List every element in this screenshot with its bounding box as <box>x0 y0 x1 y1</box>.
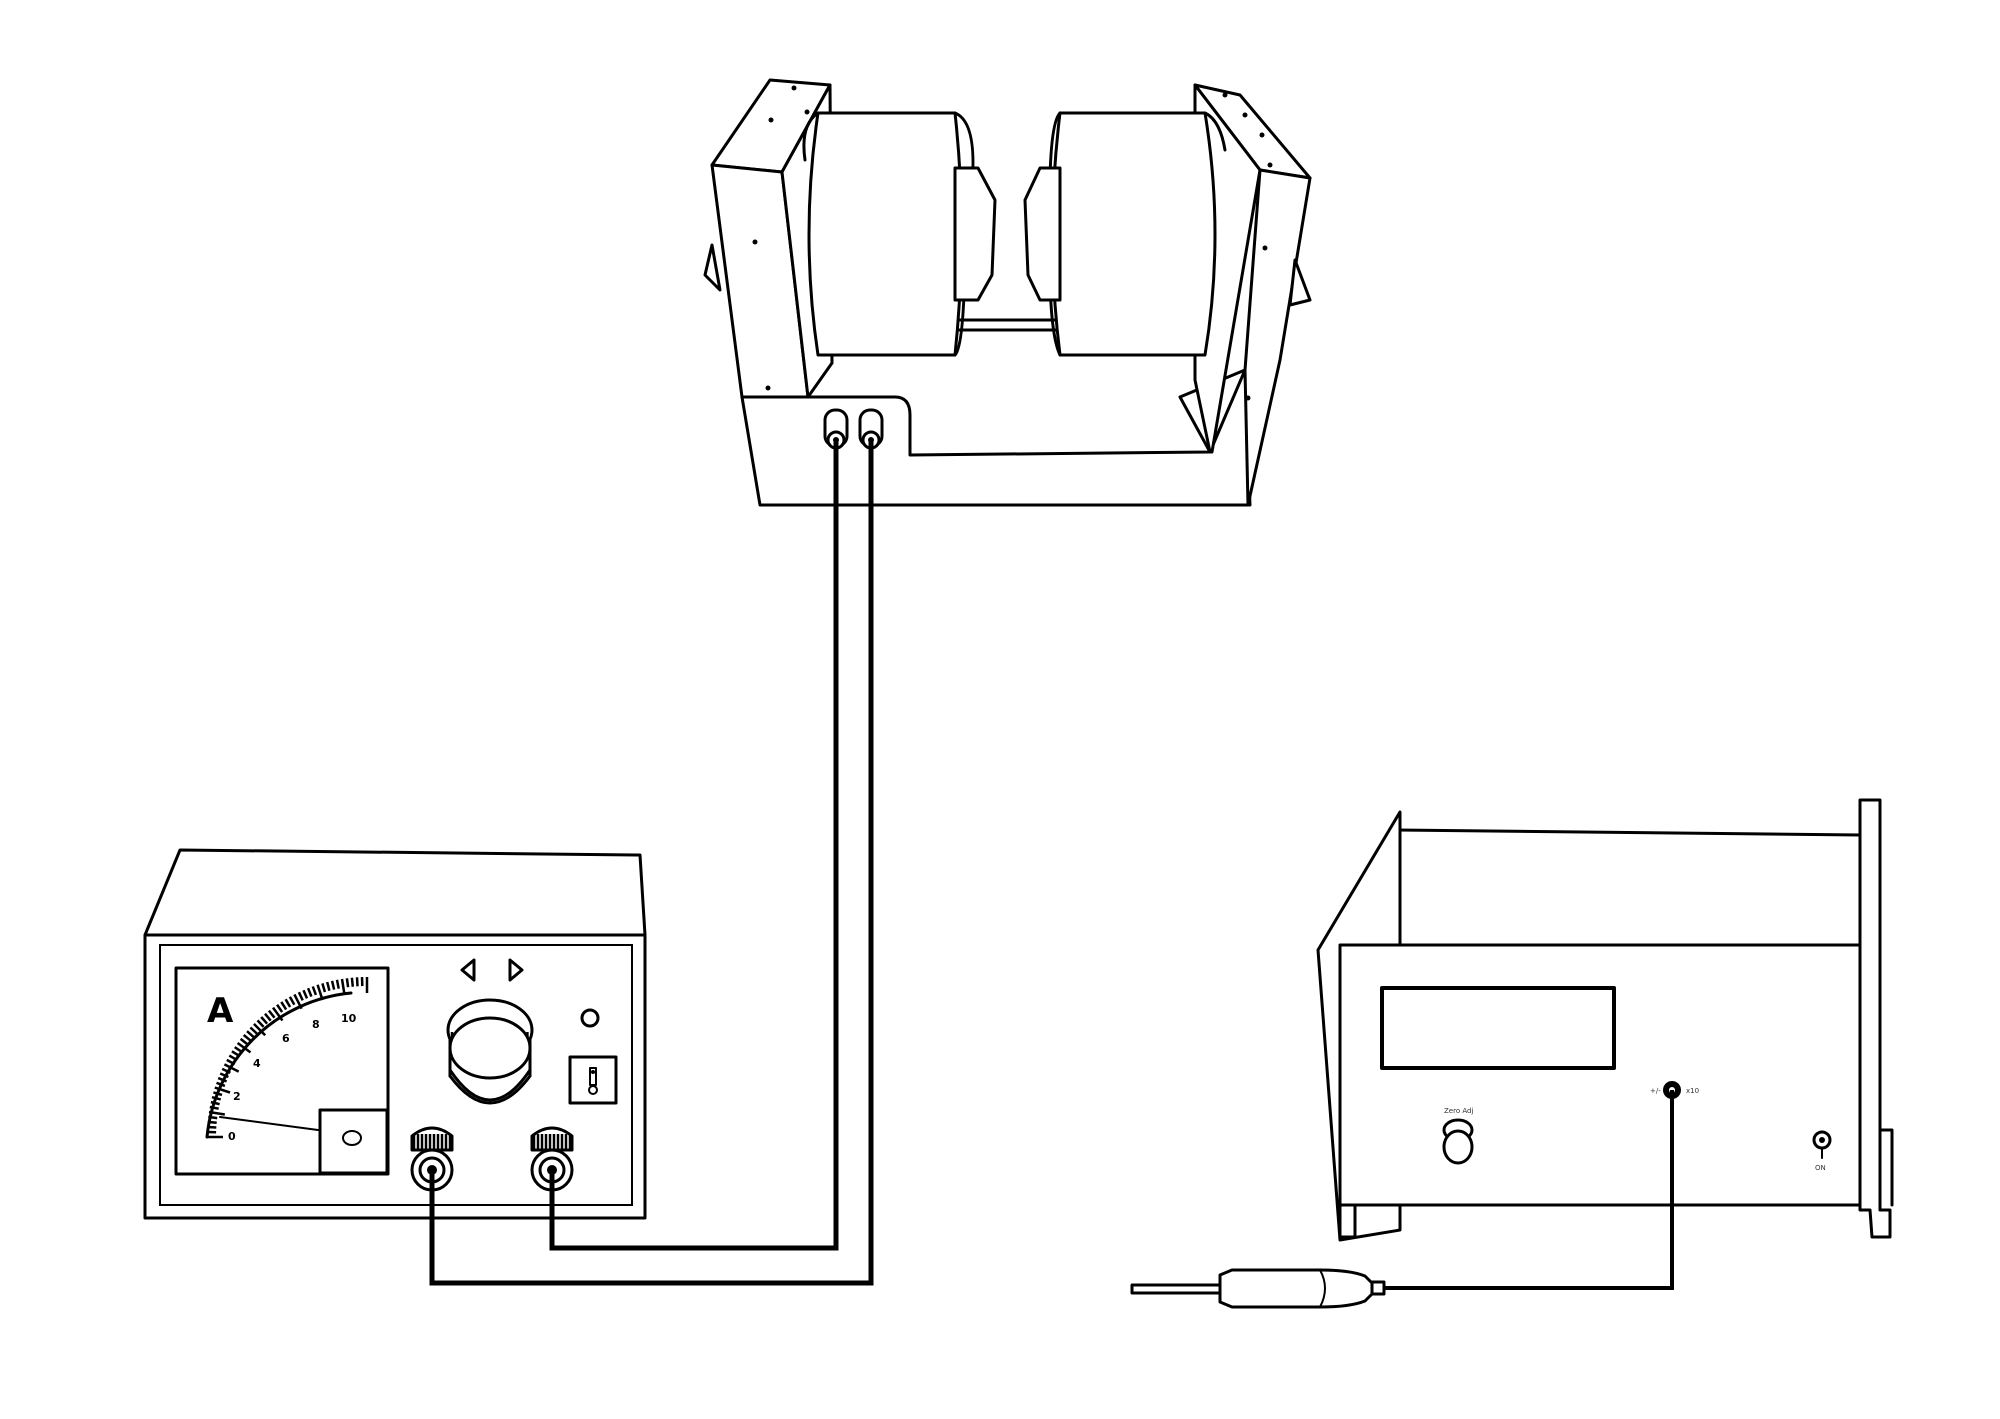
zero-adjust-knob[interactable] <box>1442 1118 1474 1165</box>
ammeter-scale-ticks <box>207 977 369 1139</box>
scale-tick <box>256 1019 265 1028</box>
pole-gap-bar <box>953 318 1067 332</box>
scale-tick <box>219 1072 229 1079</box>
scale-tick <box>355 977 359 987</box>
current-adjust-knob[interactable] <box>446 998 534 1105</box>
ammeter-unit-label: A <box>207 991 234 1031</box>
scale-tick <box>231 1050 241 1058</box>
scale-tick <box>260 1016 269 1025</box>
scale-tick <box>228 1054 238 1062</box>
scale-tick <box>330 980 336 990</box>
scale-tick <box>345 978 350 988</box>
zero-adjust-box[interactable] <box>318 1108 389 1175</box>
scale-label-6: 6 <box>282 1032 290 1045</box>
right-pole-piece <box>1023 166 1062 302</box>
scale-tick <box>280 1001 288 1011</box>
on-switch-label: ON <box>1815 1164 1826 1172</box>
scale-tick <box>223 1063 240 1073</box>
scale-tick <box>242 1034 252 1042</box>
scale-tick <box>221 1067 231 1074</box>
scale-tick <box>217 1076 228 1083</box>
scale-tick <box>213 1091 223 1097</box>
magnet-base <box>740 368 1252 507</box>
scale-tick <box>234 1046 243 1054</box>
right-arrow-icon <box>508 958 524 982</box>
scale-tick <box>297 991 304 1001</box>
right-coil <box>1051 111 1217 357</box>
ammeter-needle <box>219 1116 319 1131</box>
scale-tick <box>350 977 355 987</box>
scale-tick <box>321 983 327 993</box>
hall-probe <box>1130 1268 1386 1309</box>
scale-label-10: 10 <box>341 1012 357 1025</box>
scale-label-0: 0 <box>228 1130 236 1143</box>
wire-supply-left-to-magnet-right <box>429 440 874 1286</box>
scale-tick <box>216 1081 226 1088</box>
scale-tick <box>249 1026 258 1035</box>
scale-label-2: 2 <box>233 1090 241 1103</box>
scale-tick <box>209 1105 219 1110</box>
left-pole-piece <box>953 166 997 302</box>
scale-tick <box>210 1100 220 1106</box>
scale-tick <box>271 1006 284 1022</box>
scale-tick <box>264 1012 272 1022</box>
scale-tick <box>316 984 324 1001</box>
scale-label-8: 8 <box>312 1018 320 1031</box>
scale-tick <box>207 1120 217 1125</box>
scale-tick <box>214 1086 231 1094</box>
on-switch[interactable] <box>1812 1130 1832 1159</box>
scale-tick <box>284 998 292 1008</box>
svg-text:x10: x10 <box>1686 1087 1699 1095</box>
scale-tick <box>211 1095 222 1101</box>
scale-tick <box>208 1115 218 1120</box>
zero-adjust-label: Zero Adj <box>1444 1107 1473 1115</box>
scale-label-4: 4 <box>253 1057 261 1070</box>
scale-tick <box>236 1041 252 1054</box>
svg-text:+/-: +/- <box>1650 1087 1661 1095</box>
scale-tick <box>340 978 346 995</box>
teslameter-display <box>1380 986 1616 1070</box>
scale-tick <box>335 979 340 989</box>
scale-tick <box>325 981 331 992</box>
left-coil <box>807 111 963 357</box>
scale-tick <box>208 1110 225 1116</box>
power-supply: A 0 2 4 6 8 10 <box>143 848 647 1220</box>
scale-tick <box>207 1125 217 1129</box>
teslameter: Zero Adj +/- x10 ON <box>1316 798 1894 1242</box>
scale-tick <box>293 993 303 1010</box>
scale-tick <box>239 1037 249 1046</box>
scale-tick <box>246 1030 255 1039</box>
wire-supply-right-to-magnet-left <box>549 440 839 1251</box>
scale-tick <box>267 1009 276 1019</box>
ammeter-scale-labels: 0 2 4 6 8 10 <box>228 1012 357 1143</box>
scale-tick <box>253 1023 267 1037</box>
scale-tick <box>276 1004 284 1013</box>
scale-tick <box>311 986 318 996</box>
wire-probe-to-teslameter <box>1384 1090 1674 1290</box>
scale-tick <box>226 1058 236 1066</box>
electromagnet <box>703 78 1312 507</box>
power-switch[interactable] <box>568 1055 618 1105</box>
indicator-lamp <box>580 1008 600 1028</box>
scale-tick <box>288 996 296 1006</box>
scale-tick <box>302 989 309 999</box>
scale-tick <box>306 987 313 998</box>
left-arrow-icon <box>460 958 476 982</box>
